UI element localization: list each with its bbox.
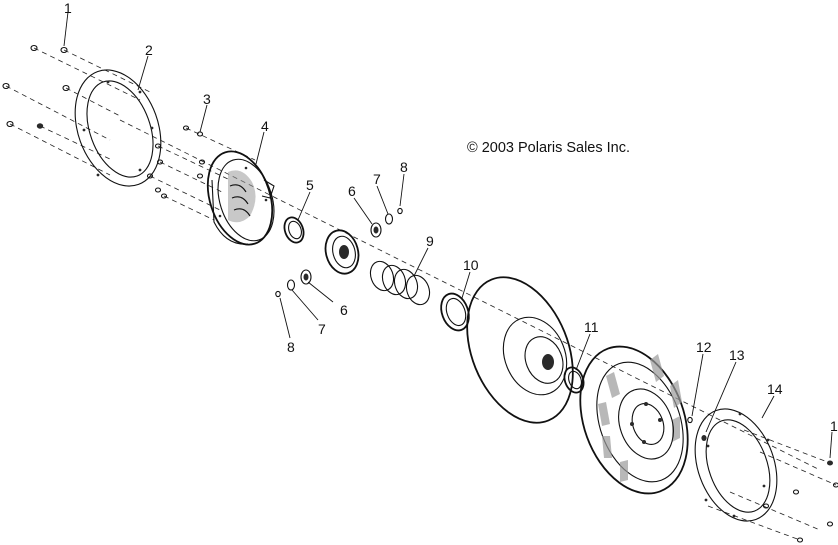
- callout-10: 10: [463, 257, 479, 273]
- fixed-sheave: [466, 276, 574, 424]
- gasket-right: [694, 408, 778, 522]
- callout-9: 9: [426, 233, 434, 249]
- washer: [563, 366, 585, 394]
- spring-pack: [369, 260, 431, 306]
- callout-6-lower: 6: [340, 302, 348, 318]
- callout-8-lower: 8: [287, 339, 295, 355]
- callout-12: 12: [696, 339, 712, 355]
- callout-5: 5: [306, 177, 314, 193]
- moveable-sheave: [579, 345, 689, 495]
- copyright-notice: © 2003 Polaris Sales Inc.: [467, 140, 630, 156]
- gasket-left: [74, 69, 162, 187]
- bearing-upper-group: [370, 207, 403, 238]
- callout-1-right: 1: [830, 418, 838, 434]
- callout-8-upper: 8: [400, 159, 408, 175]
- callout-7-lower: 7: [318, 321, 326, 337]
- bearing-lower-group: [275, 269, 312, 298]
- screws-cover: [146, 125, 256, 221]
- spacer-ring: [440, 292, 470, 332]
- callout-6-upper: 6: [348, 183, 356, 199]
- cover-housing: [206, 150, 275, 246]
- bearing-carrier: [324, 229, 360, 275]
- leader-lines: [63, 11, 833, 459]
- callout-labels: 1 2 3 4 5 6 7 8 6 7 8 9 10 11 12 13 14 1: [64, 0, 838, 434]
- callout-2: 2: [145, 42, 153, 58]
- hardware-12-13: [687, 416, 707, 441]
- callout-1-top: 1: [64, 0, 72, 16]
- screws-left: [2, 44, 151, 176]
- callout-13: 13: [729, 347, 745, 363]
- screws-right: [707, 429, 838, 543]
- callout-3: 3: [203, 91, 211, 107]
- callout-4: 4: [261, 118, 269, 134]
- callout-11: 11: [584, 319, 599, 335]
- callout-7-upper: 7: [373, 171, 381, 187]
- assembly-axis: [119, 119, 821, 471]
- callout-14: 14: [767, 381, 783, 397]
- seal-ring: [283, 216, 305, 244]
